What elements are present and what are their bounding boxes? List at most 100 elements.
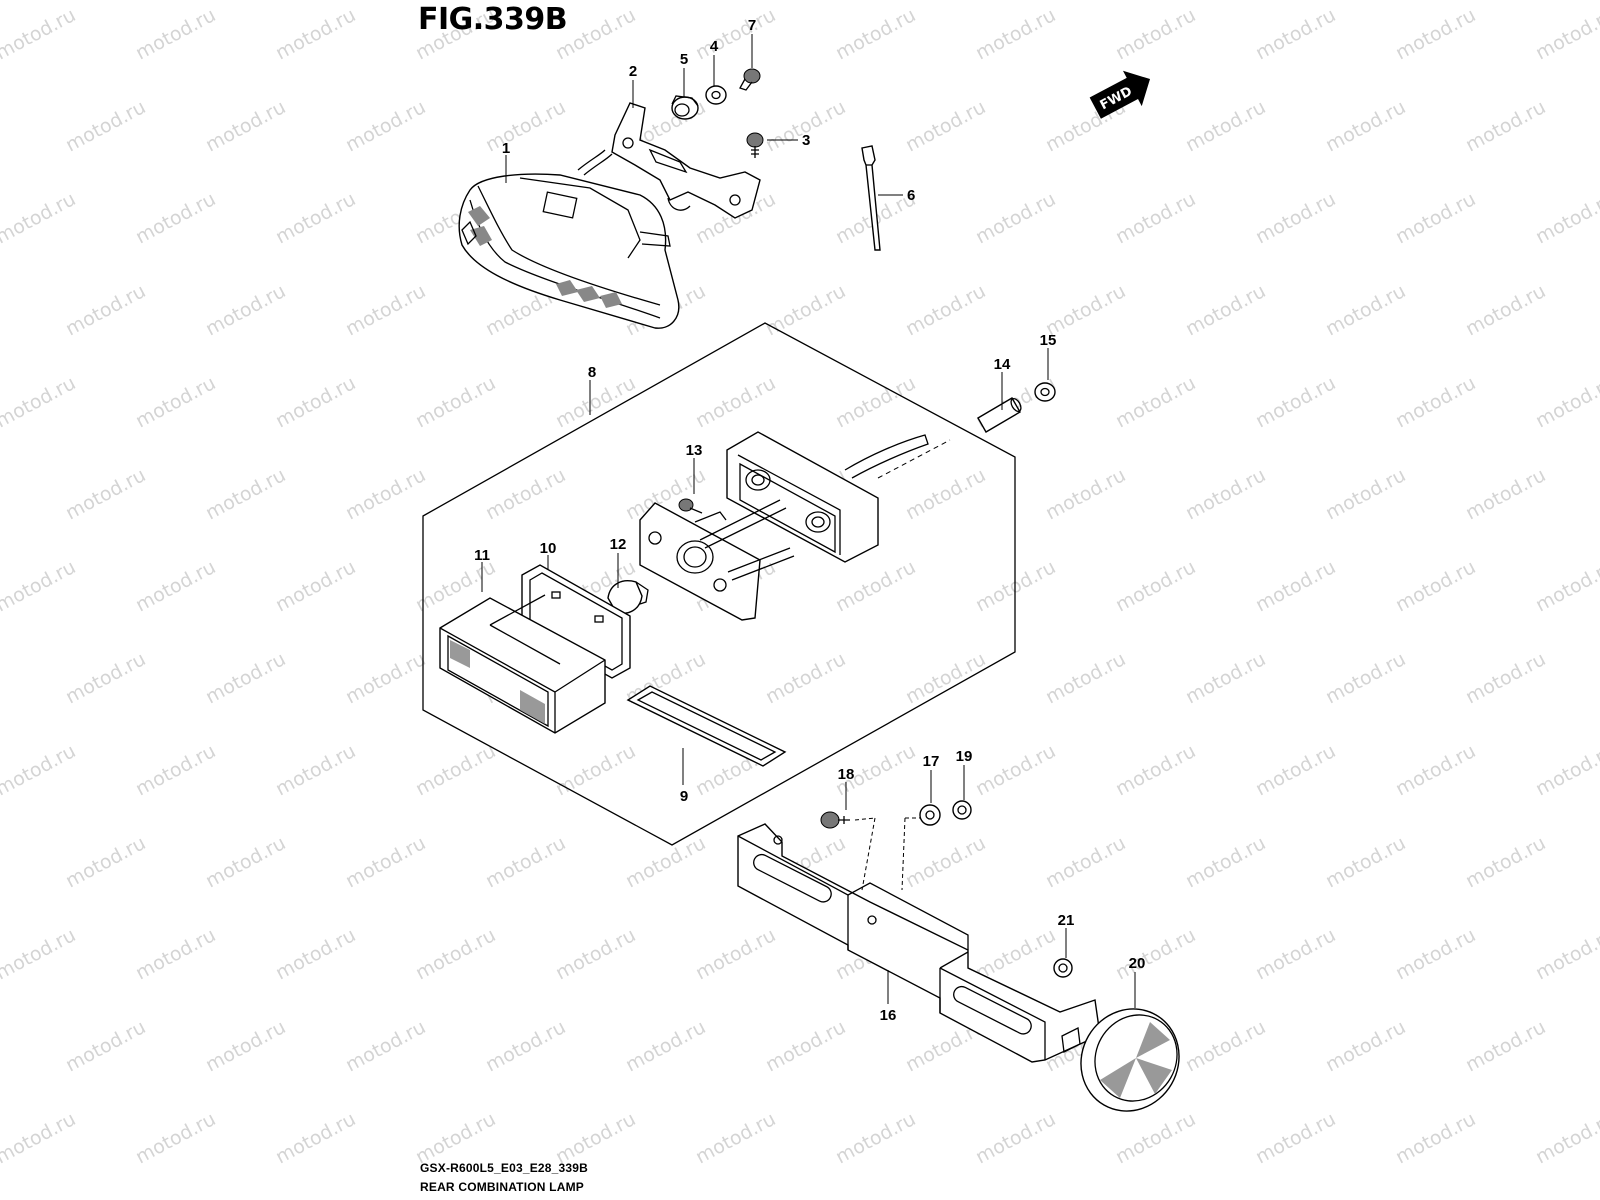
watermark-text: motod.ru — [1392, 4, 1479, 64]
watermark-text: motod.ru — [1252, 556, 1339, 616]
watermark-text: motod.ru — [902, 648, 989, 708]
figure-code: GSX-R600L5_E03_E28_339B — [420, 1161, 589, 1175]
watermark-text: motod.ru — [1112, 4, 1199, 64]
watermark-text: motod.ru — [1532, 1108, 1600, 1168]
watermark-text: motod.ru — [832, 4, 919, 64]
watermark-text: motod.ru — [1322, 280, 1409, 340]
watermark-text: motod.ru — [412, 1108, 499, 1168]
callout-17: 17 — [923, 753, 940, 770]
watermark-text: motod.ru — [482, 832, 569, 892]
watermark-text: motod.ru — [1532, 188, 1600, 248]
watermark-text: motod.ru — [1112, 372, 1199, 432]
watermark-text: motod.ru — [272, 4, 359, 64]
cover-plate-part — [626, 685, 787, 767]
watermark-text: motod.ru — [1532, 4, 1600, 64]
watermark-text: motod.ru — [1392, 740, 1479, 800]
watermark-text: motod.ru — [1252, 924, 1339, 984]
watermark-text: motod.ru — [272, 740, 359, 800]
watermark-text: motod.ru — [1392, 924, 1479, 984]
watermark-text: motod.ru — [202, 464, 289, 524]
watermark-text: motod.ru — [552, 372, 639, 432]
nut-part-15 — [1034, 382, 1056, 402]
lens-part — [439, 594, 606, 734]
watermark-text: motod.ru — [202, 832, 289, 892]
watermark-text: motod.ru — [762, 1016, 849, 1076]
watermark-text: motod.ru — [762, 648, 849, 708]
watermark-text: motod.ru — [62, 464, 149, 524]
callout-2: 2 — [629, 63, 637, 80]
watermark-text: motod.ru — [272, 372, 359, 432]
nut-part-21 — [1053, 958, 1073, 978]
watermark-text: motod.ru — [1042, 648, 1129, 708]
callout-8: 8 — [588, 364, 596, 381]
watermark-text: motod.ru — [1462, 1016, 1549, 1076]
watermark-text: motod.ru — [1462, 464, 1549, 524]
watermark-text: motod.ru — [972, 4, 1059, 64]
watermark-text: motod.ru — [272, 556, 359, 616]
watermark-text: motod.ru — [1322, 832, 1409, 892]
watermark-text: motod.ru — [342, 280, 429, 340]
watermark-text: motod.ru — [0, 1108, 79, 1168]
watermark-text: motod.ru — [1042, 832, 1129, 892]
watermark-text: motod.ru — [832, 372, 919, 432]
watermark-text: motod.ru — [1252, 1108, 1339, 1168]
watermark-text: motod.ru — [1392, 188, 1479, 248]
watermark-text: motod.ru — [272, 924, 359, 984]
watermark-text: motod.ru — [692, 924, 779, 984]
watermark-text: motod.ru — [902, 464, 989, 524]
watermark-text: motod.ru — [1182, 648, 1269, 708]
watermark-text: motod.ru — [1532, 372, 1600, 432]
callout-12: 12 — [610, 536, 627, 553]
watermark-text: motod.ru — [1322, 1016, 1409, 1076]
callout-5: 5 — [680, 51, 688, 68]
watermark-text: motod.ru — [1532, 924, 1600, 984]
watermark-text: motod.ru — [692, 372, 779, 432]
watermark-text: motod.ru — [202, 280, 289, 340]
watermark-text: motod.ru — [0, 556, 79, 616]
watermark-text: motod.ru — [482, 1016, 569, 1076]
callout-18: 18 — [838, 766, 855, 783]
callout-20: 20 — [1129, 955, 1146, 972]
watermark-text: motod.ru — [412, 372, 499, 432]
leader-lines — [481, 34, 1136, 1008]
watermark-text: motod.ru — [132, 556, 219, 616]
callout-4: 4 — [710, 38, 719, 55]
watermark-text: motod.ru — [0, 188, 79, 248]
watermark-text: motod.ru — [762, 280, 849, 340]
figure-name: REAR COMBINATION LAMP — [420, 1180, 584, 1194]
washer-part-17 — [919, 804, 941, 826]
watermark-text: motod.ru — [412, 740, 499, 800]
watermark-text: motod.ru — [62, 648, 149, 708]
watermark-text: motod.ru — [62, 832, 149, 892]
watermark-text: motod.ru — [1392, 1108, 1479, 1168]
watermark-text: motod.ru — [902, 96, 989, 156]
watermark-text: motod.ru — [1252, 4, 1339, 64]
watermark-text: motod.ru — [832, 556, 919, 616]
watermark-text: motod.ru — [972, 188, 1059, 248]
watermark-text: motod.ru — [1532, 740, 1600, 800]
callout-6: 6 — [907, 187, 915, 204]
watermark-text: motod.ru — [272, 188, 359, 248]
callout-11: 11 — [474, 547, 490, 564]
callout-21: 21 — [1058, 912, 1075, 929]
watermark-text: motod.ru — [1112, 188, 1199, 248]
watermark-text: motod.ru — [1462, 648, 1549, 708]
license-lamp-kit-frame — [422, 322, 1016, 846]
screw-part-3 — [746, 132, 764, 158]
cable-tie-part — [861, 145, 881, 251]
watermark-layer: motod.ru motod.ru motod.ru motod.ru motod.ru… — [0, 4, 1600, 1168]
figure-title: FIG.339B — [418, 2, 568, 37]
watermark-text: motod.ru — [972, 740, 1059, 800]
watermark-text: motod.ru — [0, 740, 79, 800]
watermark-text: motod.ru — [1182, 464, 1269, 524]
watermark-text: motod.ru — [1042, 464, 1129, 524]
watermark-text: motod.ru — [482, 464, 569, 524]
callout-15: 15 — [1040, 332, 1057, 349]
watermark-text: motod.ru — [62, 96, 149, 156]
watermark-text: motod.ru — [1252, 372, 1339, 432]
watermark-text: motod.ru — [1182, 280, 1269, 340]
callout-14: 14 — [994, 356, 1011, 373]
watermark-text: motod.ru — [972, 556, 1059, 616]
watermark-text: motod.ru — [132, 372, 219, 432]
